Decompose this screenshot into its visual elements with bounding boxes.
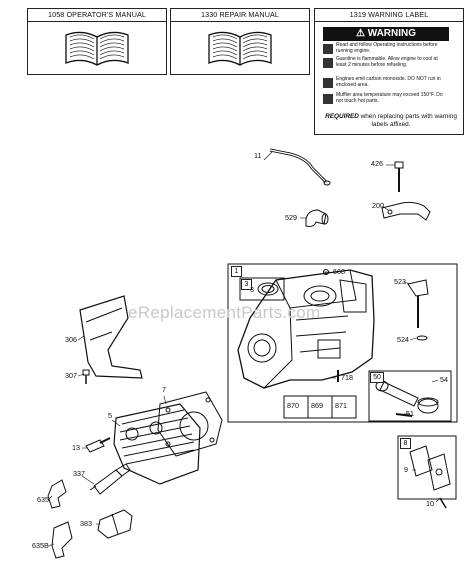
part-label[interactable]: 635	[37, 495, 49, 504]
gasket-part[interactable]	[409, 445, 451, 491]
read-manual-icon	[323, 44, 333, 54]
warning-row: Gasoline is flammable. Allow engine to c…	[323, 56, 449, 70]
spark-plug-part[interactable]	[89, 463, 131, 495]
part-label[interactable]: 13	[72, 443, 80, 452]
fitting-part[interactable]	[47, 479, 67, 509]
cylinder-block-part[interactable]	[237, 269, 375, 389]
dipstick-part[interactable]	[407, 279, 429, 328]
warning-row: Read and follow Operating instructions b…	[323, 42, 449, 56]
warning-triangle-icon: ⚠	[355, 28, 368, 39]
bolt-part[interactable]	[394, 161, 404, 192]
exhaust-deflector-part[interactable]	[79, 295, 143, 379]
part-label[interactable]: 426	[371, 159, 383, 168]
part-label[interactable]: 7	[162, 385, 166, 394]
o-ring-part[interactable]	[416, 335, 428, 341]
part-label[interactable]: 524	[397, 335, 409, 344]
warning-line: Muffler area temperature may exceed 150°…	[336, 92, 443, 104]
group-50-box[interactable]	[368, 370, 452, 422]
warning-line: Gasoline is flammable. Allow engine to c…	[336, 56, 438, 68]
warning-heading: ⚠ WARNING	[323, 27, 449, 41]
leader-lines	[47, 151, 441, 547]
part-label[interactable]: 5	[108, 411, 112, 420]
part-label[interactable]: 307	[65, 371, 77, 380]
cylinder-head-part[interactable]	[113, 403, 201, 485]
part-label[interactable]: 869	[311, 401, 323, 410]
part-label[interactable]: 200	[372, 201, 384, 210]
repair-manual-title: 1330 REPAIR MANUAL	[201, 10, 279, 19]
divider	[28, 21, 166, 22]
flame-icon	[323, 58, 333, 68]
part-label[interactable]: 3	[250, 285, 254, 294]
required-note: REQUIRED when replacing parts with warni…	[321, 113, 461, 129]
watermark: eReplacementParts.com	[128, 303, 321, 322]
hot-surface-icon	[323, 94, 333, 104]
part-label[interactable]: 337	[73, 469, 85, 478]
warning-row: Engines emit carbon monoxide. DO NOT run…	[323, 76, 449, 90]
part-label[interactable]: 871	[335, 401, 347, 410]
bracket-part[interactable]	[381, 201, 431, 221]
group-1-box[interactable]	[227, 263, 458, 423]
warning-heading-text: WARNING	[367, 28, 417, 39]
part-label[interactable]: 529	[285, 213, 297, 222]
warning-label-box[interactable]: 1319 WARNING LABEL ⚠ WARNING Read and fo…	[314, 8, 464, 135]
exhaust-icon	[323, 78, 333, 88]
group-8-box[interactable]	[397, 435, 457, 500]
part-label[interactable]: 10	[426, 499, 434, 508]
operators-manual-title: 1058 OPERATOR'S MANUAL	[48, 10, 146, 19]
group-number[interactable]: 3	[241, 279, 252, 290]
warning-row: Muffler area temperature may exceed 150°…	[323, 92, 449, 106]
part-label[interactable]: 870	[287, 401, 299, 410]
part-label[interactable]: 9	[404, 465, 408, 474]
screw-part[interactable]	[82, 369, 90, 384]
fitting-part[interactable]	[51, 521, 73, 559]
book-icon	[65, 31, 129, 66]
part-label[interactable]: 51	[406, 409, 414, 418]
screw-part[interactable]	[439, 497, 447, 509]
part-label[interactable]: 11	[254, 151, 262, 160]
divider	[315, 21, 463, 22]
oil-seal-part[interactable]	[257, 282, 279, 296]
book-icon	[208, 31, 272, 66]
head-gasket-part[interactable]	[157, 391, 223, 457]
part-label[interactable]: 668	[333, 267, 345, 276]
group-number[interactable]: 1	[231, 266, 242, 277]
part-label[interactable]: 54	[440, 375, 448, 384]
group-number[interactable]: 8	[400, 438, 411, 449]
stud-part[interactable]	[85, 437, 111, 453]
coupling-part[interactable]	[97, 509, 133, 539]
dipstick-tube-part[interactable]	[269, 148, 331, 186]
divider	[171, 21, 309, 22]
required-text: when replacing parts with warning labels…	[358, 113, 457, 128]
elbow-fitting-part[interactable]	[305, 209, 329, 227]
warning-line: Engines emit carbon monoxide. DO NOT run…	[336, 76, 441, 88]
group-number[interactable]: 50	[370, 372, 384, 383]
required-prefix: REQUIRED	[325, 113, 359, 120]
part-label[interactable]: 635B	[32, 541, 49, 550]
part-label[interactable]: 383	[80, 519, 92, 528]
part-label[interactable]: 523	[394, 277, 406, 286]
part-label[interactable]: 306	[65, 335, 77, 344]
warning-line: Read and follow Operating instructions b…	[336, 42, 438, 54]
repair-manual-box[interactable]: 1330 REPAIR MANUAL	[170, 8, 310, 75]
part-label[interactable]: 718	[341, 373, 353, 382]
warning-label-title: 1319 WARNING LABEL	[349, 10, 429, 19]
operators-manual-box[interactable]: 1058 OPERATOR'S MANUAL	[27, 8, 167, 75]
part-number-box	[283, 395, 357, 419]
